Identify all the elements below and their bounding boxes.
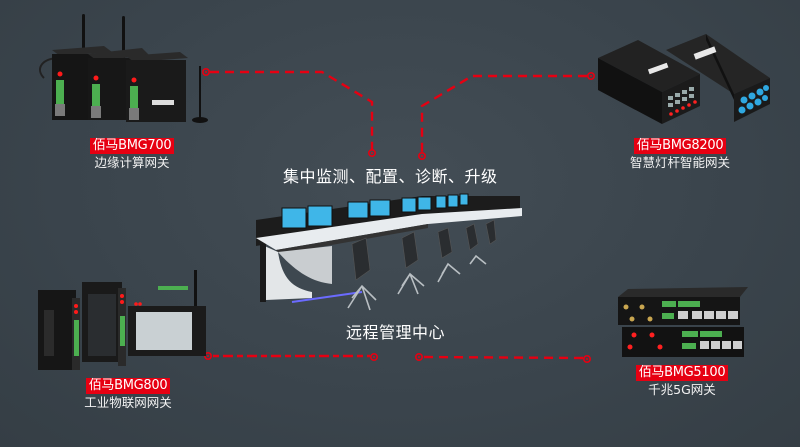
model-description: 智慧灯杆智能网关 <box>629 155 730 170</box>
iiot-gateway-icon <box>38 270 206 370</box>
center-bottom-caption: 远程管理中心 <box>346 323 446 342</box>
device-label-bmg800: 佰马BMG800 工业物联网网关 <box>68 374 188 411</box>
device-label-bmg8200: 佰马BMG8200 智慧灯杆智能网关 <box>610 134 750 171</box>
device-label-bmg5100: 佰马BMG5100 千兆5G网关 <box>612 361 752 398</box>
control-center-console-icon <box>256 193 522 311</box>
edge-gateway-icon <box>39 14 208 123</box>
model-description: 边缘计算网关 <box>94 155 170 170</box>
model-tag: 佰马BMG5100 <box>635 365 729 381</box>
model-tag: 佰马BMG700 <box>89 138 175 154</box>
model-tag: 佰马BMG8200 <box>633 138 727 154</box>
smart-pole-gateway-icon <box>598 34 770 124</box>
5g-gateway-icon <box>618 287 748 357</box>
center-top-caption: 集中监测、配置、诊断、升级 <box>283 167 498 186</box>
model-tag: 佰马BMG800 <box>85 378 171 394</box>
model-description: 工业物联网网关 <box>84 395 172 410</box>
model-description: 千兆5G网关 <box>648 382 716 397</box>
device-label-bmg700: 佰马BMG700 边缘计算网关 <box>72 134 192 171</box>
